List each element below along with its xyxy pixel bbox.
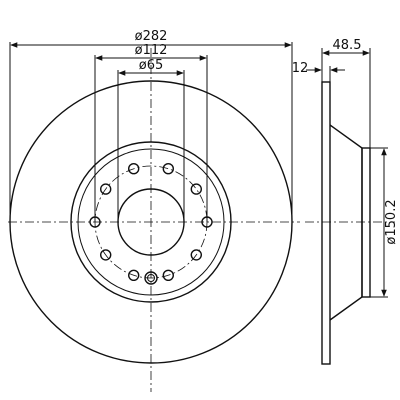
side-view [305,81,395,365]
center-bore-dimension: ø65 [117,58,185,222]
bolt-hole [99,183,112,195]
overall-height-label: 48.5 [333,38,362,53]
bolt-hole [190,183,203,195]
hat-diameter-label: ø150.2 [384,199,399,244]
center-bore-label: ø65 [139,58,164,73]
hat-diameter-dimension: ø150.2 [370,147,399,298]
hat-inner-step [77,148,225,296]
bolt-hole [162,269,175,281]
hat-flange [361,147,371,298]
bolt-hole [162,162,175,175]
bolt-circle-label: ø112 [135,43,168,58]
bolt-hole [190,249,203,261]
outer-diameter-label: ø282 [135,29,168,44]
overall-height-dimension: 48.5 [321,38,371,148]
front-view [8,48,300,392]
locating-screw-hole [144,271,158,285]
bolt-hole [127,162,140,175]
hat-outer-edge [70,141,232,303]
outer-diameter-dimension: ø282 [9,29,293,222]
hat-profile [329,124,363,321]
bolt-circle-dimension: ø112 [94,43,208,222]
rotor-plate-section [321,81,331,365]
disc-thickness-dimension: 12 [292,61,345,82]
bolt-hole [99,249,112,261]
disc-thickness-label: 12 [292,61,309,76]
bolt-hole [127,269,140,281]
